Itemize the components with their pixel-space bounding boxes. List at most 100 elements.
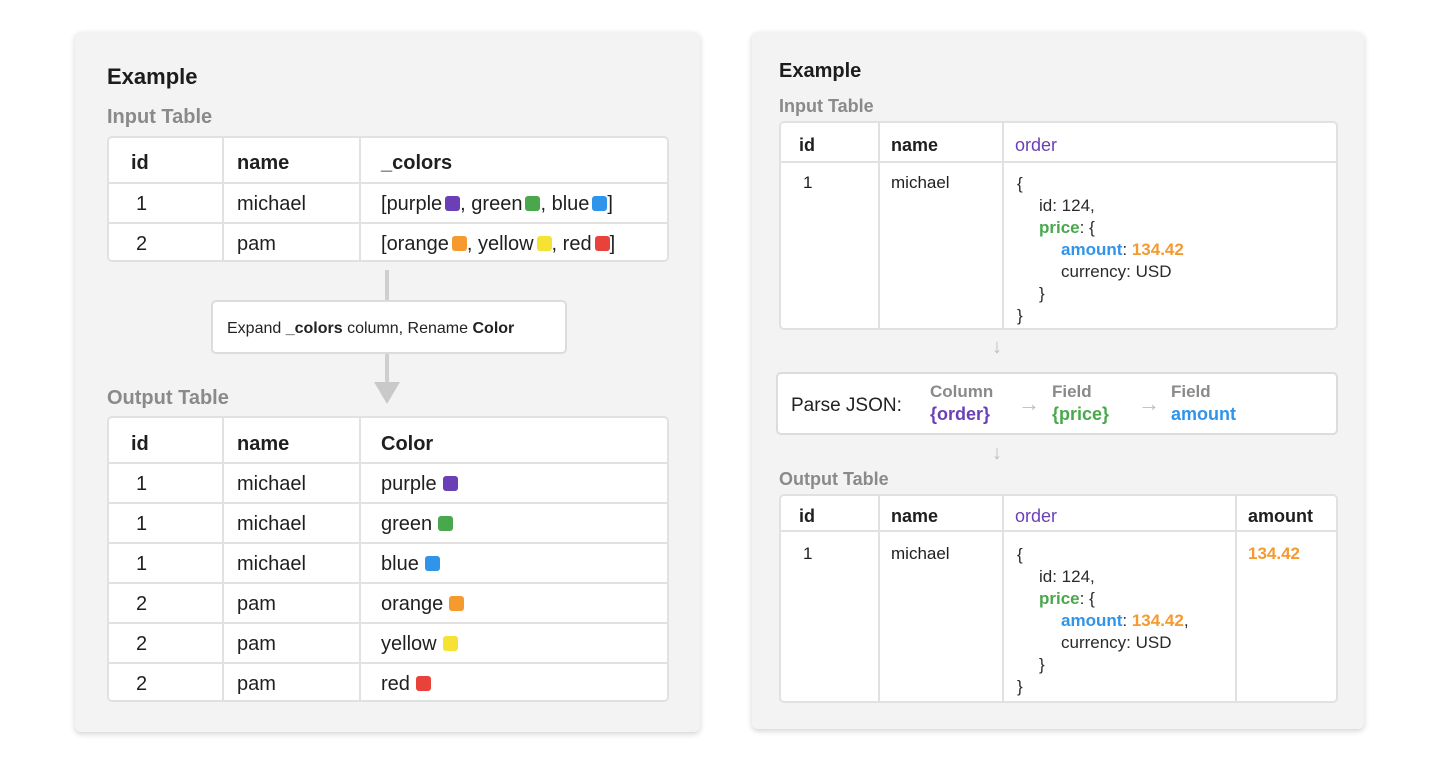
arrow-down-icon: ↓: [992, 442, 1002, 464]
cell-name: pam: [237, 593, 276, 615]
right-output-table: id name order amount 1 michael { id: 124…: [779, 494, 1338, 703]
right-output-table-label: Output Table: [779, 469, 889, 489]
json-line: amount: 134.42,: [1017, 610, 1189, 632]
connector-line: [385, 354, 389, 384]
green-swatch-icon: [525, 196, 541, 211]
step-text: Expand: [227, 320, 286, 337]
yellow-swatch-icon: [442, 636, 458, 651]
header-order: order: [1015, 135, 1058, 155]
color-item: red: [562, 233, 592, 255]
table-header-row: id name _colors: [109, 138, 667, 182]
cell-name: michael: [891, 544, 950, 563]
table-header-row: id name order amount: [781, 496, 1336, 530]
json-punct: : {: [1079, 218, 1095, 237]
cell-color: blue: [381, 553, 440, 576]
json-line: id: 124,: [1039, 196, 1095, 215]
arrow-right-icon: →: [1138, 391, 1160, 416]
orange-swatch-icon: [451, 236, 467, 251]
red-swatch-icon: [415, 676, 431, 691]
purple-swatch-icon: [445, 196, 461, 211]
json-key-price: price: [1039, 218, 1080, 237]
header-id: id: [799, 506, 815, 526]
green-swatch-icon: [438, 516, 454, 531]
table-row: 2 pam red: [109, 662, 667, 700]
separator: ,: [540, 193, 552, 215]
table-row: 1 michael green: [109, 502, 667, 542]
arrow-down-icon: ↓: [992, 336, 1002, 358]
json-line: }: [1017, 677, 1023, 696]
header-id: id: [131, 433, 149, 455]
json-punct: ,: [1183, 611, 1189, 630]
separator: ,: [466, 233, 478, 255]
header-id: id: [799, 135, 815, 155]
parse-json-box: Parse JSON: Column {order} → Field {pric…: [776, 372, 1338, 435]
json-key-amount: amount: [1061, 240, 1123, 259]
transform-step-text: Expand _colors column, Rename Color: [227, 320, 514, 338]
color-item: green: [471, 193, 523, 215]
json-line: }: [1039, 284, 1045, 303]
color-text: red: [381, 673, 410, 695]
column-divider: [359, 138, 361, 260]
table-row: 2 pam [orange, yellow, red]: [109, 222, 667, 260]
json-punct: :: [1122, 240, 1132, 259]
parse-step-value: {price}: [1052, 404, 1110, 424]
json-key-amount: amount: [1061, 611, 1123, 630]
json-line: }: [1039, 655, 1045, 674]
header-amount: amount: [1248, 506, 1313, 526]
step-keyword: _colors: [285, 320, 343, 337]
cell-name: michael: [237, 513, 306, 535]
json-line: amount: 134.42: [1017, 239, 1184, 261]
header-name: name: [891, 135, 939, 155]
parse-step-kind: Field: [1052, 382, 1092, 401]
cell-color-list: [purple, green, blue]: [381, 193, 613, 215]
cell-id: 2: [136, 233, 148, 255]
cell-color: orange: [381, 593, 465, 616]
table-row: 1 michael { id: 124, price: { amount: 13…: [781, 161, 1336, 328]
cell-name: michael: [891, 173, 950, 192]
order-json: { id: 124, price: { amount: 134.42, curr…: [1017, 544, 1189, 698]
header-order: order: [1015, 506, 1058, 526]
separator: ,: [551, 233, 563, 255]
json-line: currency: USD: [1061, 633, 1172, 652]
json-line: {: [1017, 545, 1023, 564]
parse-step-kind: Column: [930, 382, 994, 401]
column-divider: [1235, 496, 1237, 701]
json-punct: : {: [1079, 589, 1095, 608]
header-name: name: [891, 506, 939, 526]
json-value-amount: 134.42: [1131, 611, 1184, 630]
color-text: orange: [381, 593, 444, 615]
column-divider: [222, 418, 224, 700]
parse-step-value: {order}: [930, 404, 991, 424]
json-line: {: [1017, 174, 1023, 193]
right-example-card: Example Input Table id name order 1 mich…: [752, 32, 1364, 729]
cell-name: michael: [237, 473, 306, 495]
color-text: blue: [381, 553, 419, 575]
arrow-right-icon: →: [1018, 391, 1040, 416]
header-id: id: [131, 152, 149, 174]
color-item: purple: [386, 193, 443, 215]
left-output-table-label: Output Table: [107, 387, 229, 409]
right-input-table-label: Input Table: [779, 96, 874, 116]
cell-name: pam: [237, 233, 276, 255]
cell-color: yellow: [381, 633, 458, 656]
order-json: { id: 124, price: { amount: 134.42 curre…: [1017, 173, 1184, 327]
column-divider: [878, 496, 880, 701]
cell-color: red: [381, 673, 431, 696]
cell-id: 1: [803, 544, 813, 563]
cell-id: 1: [136, 473, 148, 495]
parse-step-value: amount: [1171, 404, 1236, 424]
orange-swatch-icon: [449, 596, 465, 611]
cell-id: 2: [136, 593, 148, 615]
step-text: column, Rename: [342, 320, 473, 337]
json-value-amount: 134.42: [1131, 240, 1184, 259]
left-input-table-label: Input Table: [107, 106, 213, 128]
left-example-card: Example Input Table id name _colors 1 mi…: [75, 32, 700, 732]
left-output-table: id name Color 1 michael purple 1 michael…: [107, 416, 669, 702]
json-key-price: price: [1039, 589, 1080, 608]
table-header-row: id name order: [781, 123, 1336, 161]
header-colors: _colors: [381, 152, 453, 174]
header-name: name: [237, 433, 290, 455]
header-color: Color: [381, 433, 434, 455]
parse-step-kind: Field: [1171, 382, 1211, 401]
header-name: name: [237, 152, 290, 174]
